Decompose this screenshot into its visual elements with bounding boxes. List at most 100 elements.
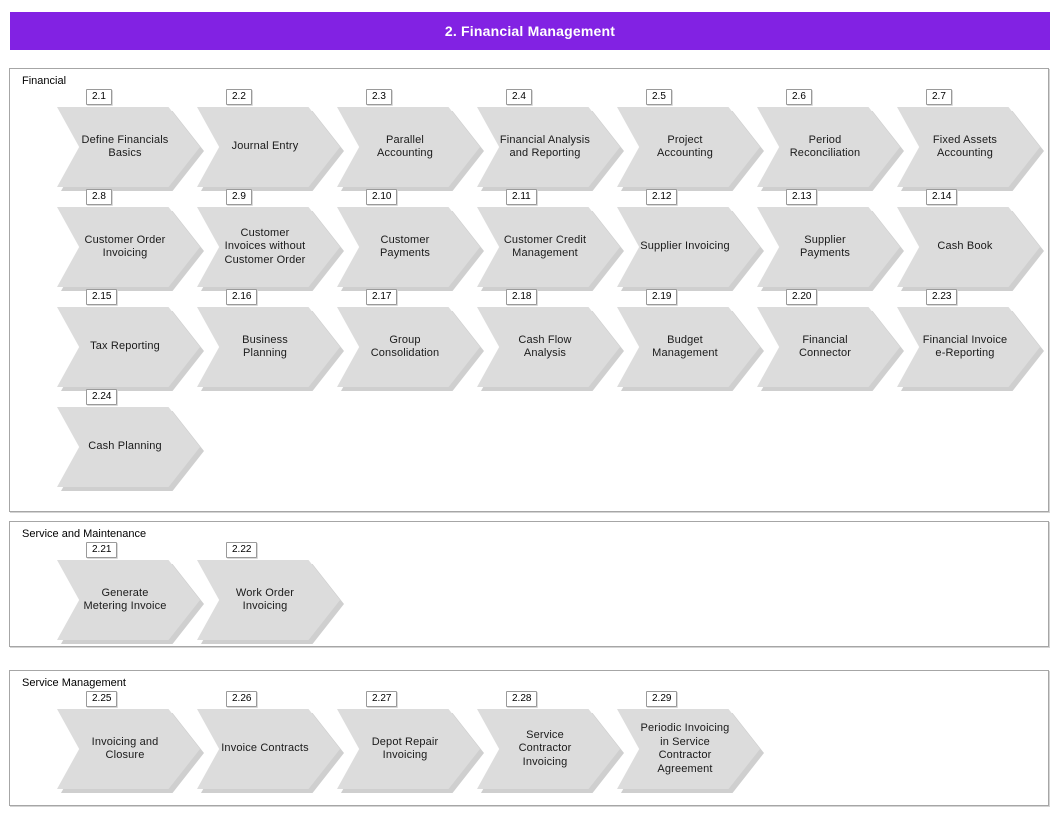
process-number-badge: 2.24: [86, 389, 118, 405]
process-number-badge: 2.19: [646, 289, 678, 305]
chevron-body: [57, 307, 200, 387]
section-label: Financial: [22, 75, 67, 87]
process-label: Customer Credit Management: [503, 233, 587, 260]
chevron-body: [477, 709, 620, 789]
chevron-body: [897, 307, 1040, 387]
process-label: Depot Repair Invoicing: [371, 735, 439, 762]
process-label: Invoice Contracts: [221, 742, 309, 755]
chevron-shape: Group Consolidation: [337, 307, 484, 391]
process-number-badge: 2.7: [926, 89, 952, 105]
chevron-body: [477, 107, 620, 187]
chevron-body: [897, 207, 1040, 287]
process-label: Project Accounting: [657, 133, 713, 160]
chevron-body: [757, 207, 900, 287]
chevron-body: [57, 560, 200, 640]
process-number-badge: 2.21: [86, 542, 118, 558]
chevron-shape: Cash Flow Analysis: [477, 307, 624, 391]
process-label: Cash Book: [937, 240, 993, 253]
chevron-body: [57, 709, 200, 789]
process-number-badge: 2.2: [226, 89, 252, 105]
process-label: Customer Payments: [379, 233, 431, 260]
process-number-badge: 2.1: [86, 89, 112, 105]
process-label: Period Reconciliation: [789, 133, 861, 160]
chevron-shape: Financial Connector: [757, 307, 904, 391]
chevron-body: [57, 107, 200, 187]
chevron-shape: Periodic Invoicing in Service Contractor…: [617, 709, 764, 793]
process-label: Journal Entry: [231, 140, 299, 153]
chevron-shape: Financial Analysis and Reporting: [477, 107, 624, 191]
chevron-shape: Work Order Invoicing: [197, 560, 344, 644]
section-label: Service Management: [22, 677, 126, 689]
process-number-badge: 2.29: [646, 691, 678, 707]
process-label: Define Financials Basics: [81, 133, 169, 160]
chevron-shape: Period Reconciliation: [757, 107, 904, 191]
process-number-badge: 2.15: [86, 289, 118, 305]
process-label: Customer Order Invoicing: [84, 233, 166, 260]
chevron-shape: Invoice Contracts: [197, 709, 344, 793]
chevron-shape: Cash Planning: [57, 407, 204, 491]
chevron-shape: Depot Repair Invoicing: [337, 709, 484, 793]
chevron-shape: Financial Invoice e-Reporting: [897, 307, 1044, 391]
chevron-body: [57, 207, 200, 287]
process-label: Financial Analysis and Reporting: [499, 133, 591, 160]
process-label: Invoicing and Closure: [91, 735, 159, 762]
page-title: 2. Financial Management: [444, 23, 616, 39]
chevron-body: [197, 307, 340, 387]
process-number-badge: 2.27: [366, 691, 398, 707]
process-label: Financial Connector: [798, 333, 852, 360]
process-number-badge: 2.5: [646, 89, 672, 105]
chevron-body: [197, 709, 340, 789]
process-label: Cash Flow Analysis: [518, 333, 572, 360]
process-label: Periodic Invoicing in Service Contractor…: [640, 722, 730, 775]
chevron-body: [337, 107, 480, 187]
process-label: Financial Invoice e-Reporting: [922, 333, 1008, 360]
process-label: Business Planning: [242, 333, 288, 360]
process-number-badge: 2.28: [506, 691, 538, 707]
process-number-badge: 2.8: [86, 189, 112, 205]
chevron-body: [477, 307, 620, 387]
chevron-shape: Journal Entry: [197, 107, 344, 191]
process-label: Work Order Invoicing: [235, 586, 295, 613]
process-number-badge: 2.3: [366, 89, 392, 105]
process-number-badge: 2.20: [786, 289, 818, 305]
process-label: Parallel Accounting: [377, 133, 433, 160]
process-number-badge: 2.18: [506, 289, 538, 305]
process-number-badge: 2.12: [646, 189, 678, 205]
process-label: Generate Metering Invoice: [83, 586, 167, 613]
process-label: Cash Planning: [88, 440, 162, 453]
chevron-shape: Fixed Assets Accounting: [897, 107, 1044, 191]
